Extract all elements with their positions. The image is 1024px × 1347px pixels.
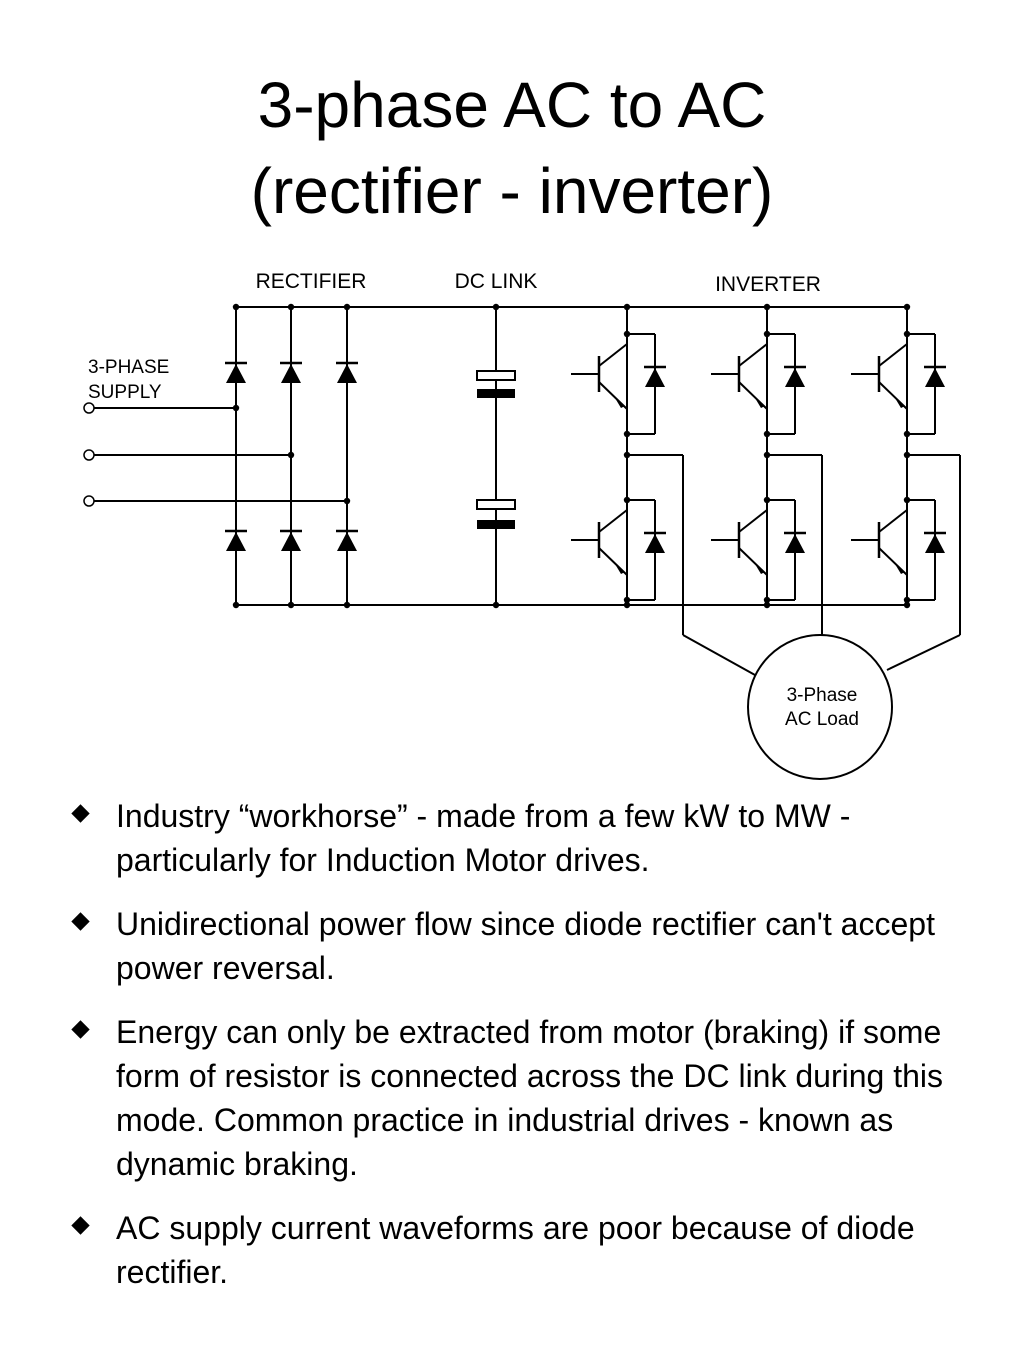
diode-icon — [281, 532, 301, 551]
title-line-1: 3-phase AC to AC — [257, 69, 767, 141]
junction-dot — [623, 496, 631, 504]
junction-dot — [492, 303, 500, 311]
output-wire — [682, 634, 756, 676]
junction-dot — [232, 404, 240, 412]
igbt-arrow-icon — [895, 398, 905, 408]
junction-dot — [343, 303, 351, 311]
junction-dot — [903, 303, 911, 311]
igbt-collector-wire — [598, 509, 628, 533]
output-wire — [886, 634, 961, 671]
junction-dot — [623, 330, 631, 338]
junction-dot — [763, 451, 771, 459]
diamond-bullet-icon — [71, 1020, 90, 1039]
diode-icon — [337, 364, 357, 383]
diode-icon — [925, 534, 945, 553]
rectifier-inverter-circuit-diagram: RECTIFIER DC LINK INVERTER 3-PHASE SUPPL… — [83, 270, 961, 780]
junction-dot — [763, 596, 771, 604]
igbt-collector-wire — [878, 509, 908, 533]
bullet-list: Industry “workhorse” - made from a few k… — [70, 794, 1000, 1314]
supply-label-line-1: 3-PHASE — [88, 357, 169, 378]
ac-load-circle — [747, 634, 893, 780]
junction-dot — [763, 430, 771, 438]
junction-dot — [903, 330, 911, 338]
junction-dot — [903, 596, 911, 604]
inverter-label: INVERTER — [715, 273, 821, 296]
junction-dot — [287, 303, 295, 311]
capacitor-plate-open — [476, 499, 516, 510]
diode-icon — [785, 368, 805, 387]
load-label-line-1: 3-Phase — [787, 685, 858, 706]
rectifier-label: RECTIFIER — [256, 270, 367, 293]
bullet-text: Industry “workhorse” - made from a few k… — [116, 798, 851, 878]
supply-terminal — [83, 449, 95, 461]
junction-dot — [623, 451, 631, 459]
igbt-arrow-icon — [755, 398, 765, 408]
diode-icon — [226, 364, 246, 383]
igbt-collector-wire — [598, 343, 628, 367]
supply-terminal — [83, 402, 95, 414]
igbt-arrow-icon — [755, 564, 765, 574]
diode-icon — [785, 534, 805, 553]
junction-dot — [763, 496, 771, 504]
dc-link-label: DC LINK — [455, 270, 538, 293]
igbt-collector-wire — [738, 509, 768, 533]
igbt-arrow-icon — [615, 564, 625, 574]
diode-icon — [337, 532, 357, 551]
capacitor-plate-filled — [477, 520, 515, 529]
diode-icon — [645, 534, 665, 553]
diamond-bullet-icon — [71, 912, 90, 931]
igbt-collector-wire — [738, 343, 768, 367]
junction-dot — [623, 303, 631, 311]
supply-terminal — [83, 495, 95, 507]
junction-dot — [623, 596, 631, 604]
circuit-wiring — [94, 306, 961, 676]
capacitor-plate-filled — [477, 389, 515, 398]
diode-icon — [925, 368, 945, 387]
junction-dot — [492, 601, 500, 609]
diamond-bullet-icon — [71, 1216, 90, 1235]
circuit-components — [83, 303, 946, 609]
load-label-line-2: AC Load — [785, 709, 859, 730]
diode-icon — [226, 532, 246, 551]
bullet-item: AC supply current waveforms are poor bec… — [70, 1206, 1000, 1294]
junction-dot — [903, 451, 911, 459]
junction-dot — [343, 497, 351, 505]
junction-dot — [903, 601, 911, 609]
diode-icon — [645, 368, 665, 387]
slide-title: 3-phase AC to AC (rectifier - inverter) — [0, 62, 1024, 234]
junction-dot — [623, 430, 631, 438]
supply-label-line-2: SUPPLY — [88, 382, 162, 403]
junction-dot — [287, 451, 295, 459]
bullet-text: AC supply current waveforms are poor bec… — [116, 1210, 915, 1290]
bullet-text: Unidirectional power flow since diode re… — [116, 906, 935, 986]
diode-icon — [281, 364, 301, 383]
igbt-arrow-icon — [895, 564, 905, 574]
igbt-collector-wire — [878, 343, 908, 367]
junction-dot — [763, 601, 771, 609]
bullet-item: Unidirectional power flow since diode re… — [70, 902, 1000, 990]
bullet-item: Energy can only be extracted from motor … — [70, 1010, 1000, 1186]
junction-dot — [763, 330, 771, 338]
diamond-bullet-icon — [71, 804, 90, 823]
junction-dot — [287, 601, 295, 609]
junction-dot — [232, 601, 240, 609]
igbt-arrow-icon — [615, 398, 625, 408]
capacitor-plate-open — [476, 370, 516, 381]
title-line-2: (rectifier - inverter) — [250, 155, 774, 227]
junction-dot — [903, 496, 911, 504]
bullet-item: Industry “workhorse” - made from a few k… — [70, 794, 1000, 882]
junction-dot — [903, 430, 911, 438]
bullet-text: Energy can only be extracted from motor … — [116, 1014, 943, 1182]
junction-dot — [623, 601, 631, 609]
junction-dot — [763, 303, 771, 311]
junction-dot — [232, 303, 240, 311]
junction-dot — [343, 601, 351, 609]
